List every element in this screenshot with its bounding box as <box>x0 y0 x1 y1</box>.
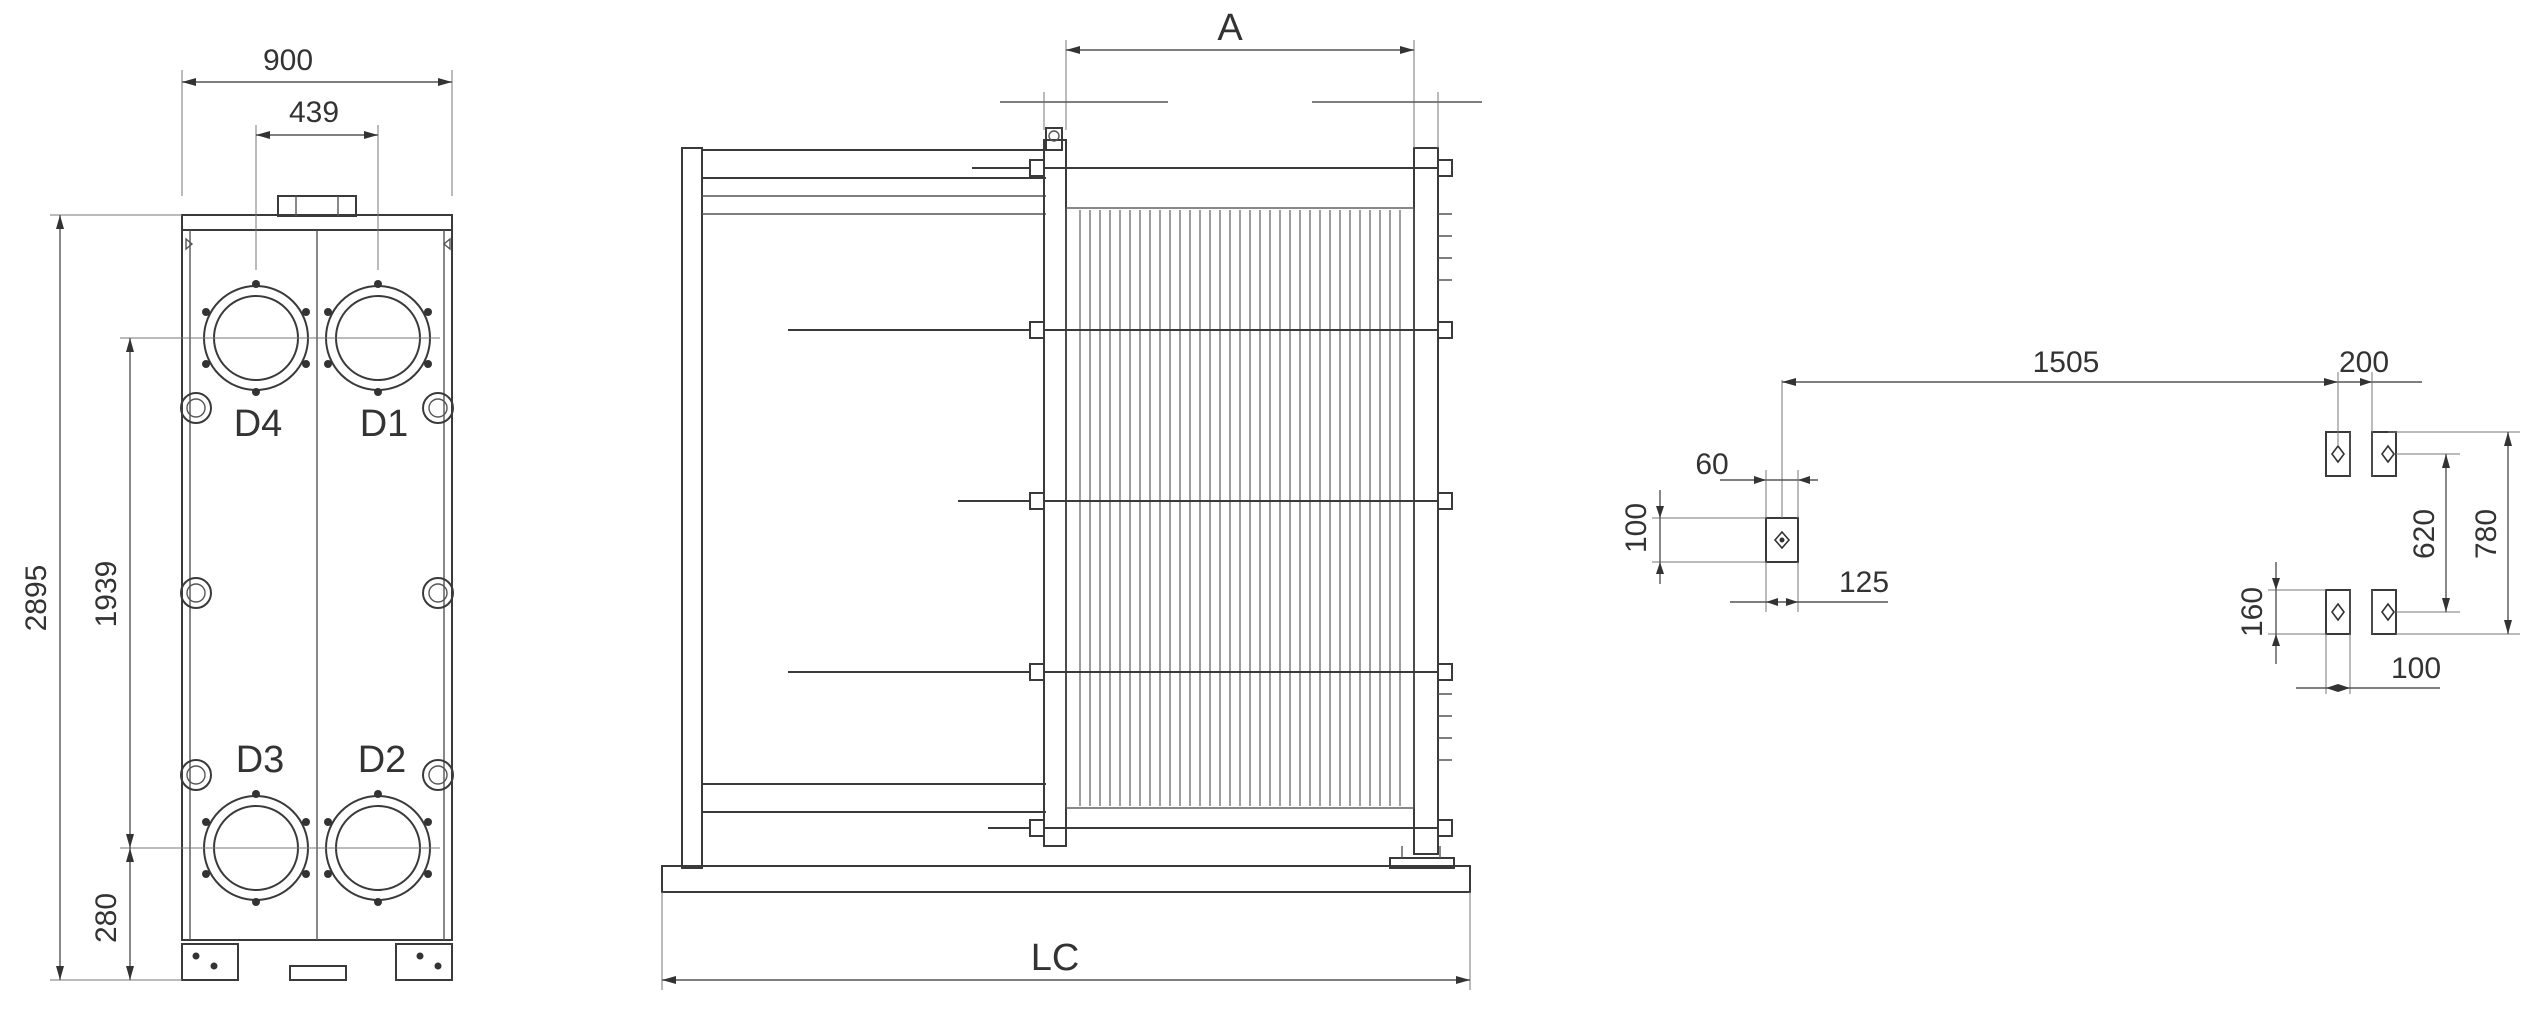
height-overall-label: 2895 <box>20 565 53 632</box>
port-vertical-spacing-label: 1939 <box>90 561 123 628</box>
fixed-foot-depth-label: 100 <box>1620 503 1653 553</box>
port-d2-label: D2 <box>358 739 407 781</box>
foot-spacing-inner-label: 620 <box>2408 509 2441 559</box>
frame-length-label: LC <box>1031 937 1080 979</box>
plate-pack <box>1065 207 1415 809</box>
port-d4-label: D4 <box>234 403 283 445</box>
plate-pack-length-label: A <box>1217 7 1243 49</box>
port-d3-label: D3 <box>236 739 285 781</box>
foot-pair-width-label: 200 <box>2339 346 2389 379</box>
foot-depth-label: 160 <box>2236 587 2269 637</box>
distance-to-foot-label: 1505 <box>2033 346 2100 379</box>
side-view: A LC <box>661 7 1482 990</box>
port-d1-label: D1 <box>360 403 409 445</box>
foot-width-label: 100 <box>2391 652 2441 685</box>
fixed-foot-width-label: 60 <box>1695 448 1728 481</box>
port-spacing-label: 439 <box>289 96 339 129</box>
port-bottom-offset-label: 280 <box>90 893 123 943</box>
foundation-plan: 1505 200 60 100 125 620 780 160 100 <box>1620 346 2520 694</box>
width-overall-label: 900 <box>263 44 313 77</box>
front-view: 900 439 2895 1939 280 D4 D1 D3 D2 <box>20 44 454 981</box>
fixed-foot-offset-label: 125 <box>1839 566 1889 599</box>
tie-bolts <box>180 392 454 791</box>
plates <box>1079 210 1401 806</box>
foot-spacing-outer-label: 780 <box>2470 509 2503 559</box>
